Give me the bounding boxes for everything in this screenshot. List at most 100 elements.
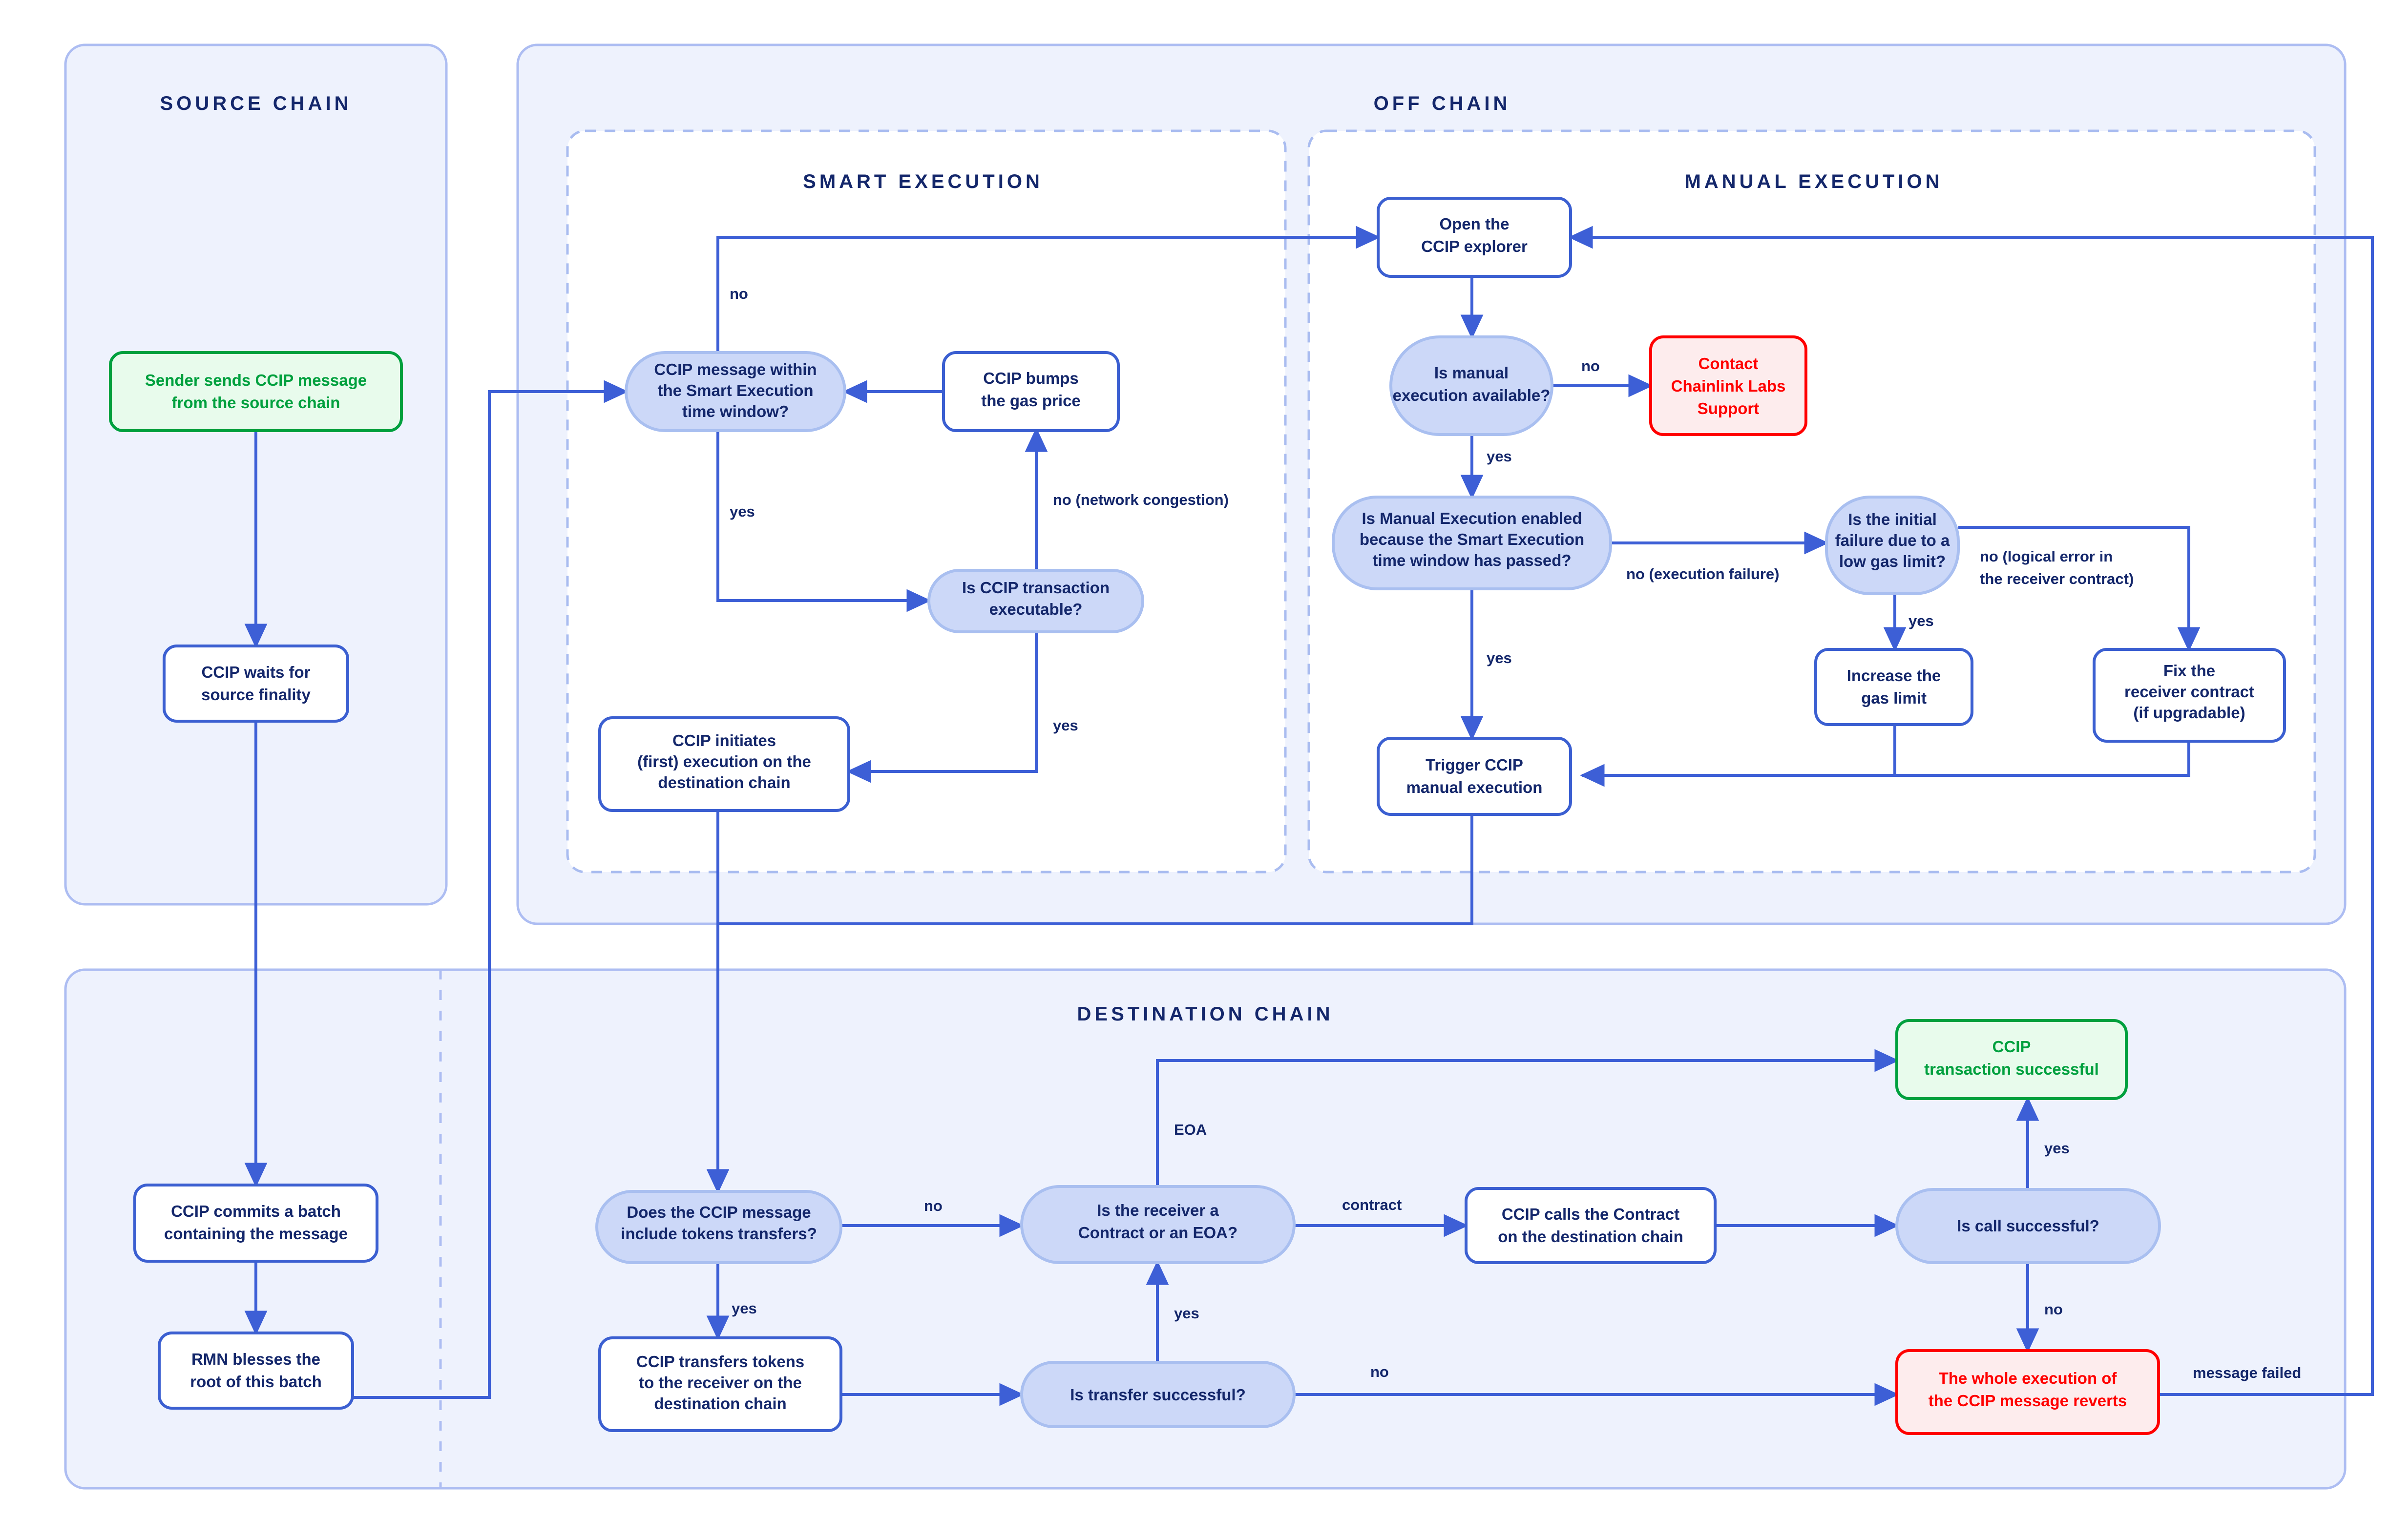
node-transfer-successful-line-0: Is transfer successful? — [1070, 1386, 1246, 1404]
node-open-explorer-line-0: Open the — [1439, 215, 1509, 233]
node-ccip-commits-line-1: containing the message — [164, 1225, 348, 1243]
node-manual-enabled-line-1: because the Smart Execution — [1360, 530, 1584, 548]
node-manual-enabled-line-2: time window has passed? — [1372, 551, 1571, 569]
node-contract-or-eoa[interactable]: Is the receiver a Contract or an EOA? — [1020, 1185, 1296, 1264]
node-tx-successful[interactable]: CCIP transaction successful — [1895, 1019, 2128, 1100]
node-low-gas-limit[interactable]: Is the initial failure due to a low gas … — [1825, 496, 1960, 595]
node-fix-receiver-line-0: Fix the — [2163, 662, 2215, 680]
edge-trigger-down-to-tokens — [718, 785, 1473, 925]
edge-window-no-to-explorer — [716, 226, 1381, 361]
node-contact-support-line-2: Support — [1698, 399, 1759, 417]
node-low-gas-limit-line-0: Is the initial — [1848, 510, 1937, 528]
node-initiates-exec-line-2: destination chain — [658, 773, 790, 791]
node-bumps-gas-line-0: CCIP bumps — [983, 369, 1079, 387]
node-trigger-manual-line-0: Trigger CCIP — [1426, 756, 1523, 774]
node-calls-contract-line-0: CCIP calls the Contract — [1502, 1205, 1679, 1223]
edge-label-yes-enabled: yes — [1487, 649, 1512, 666]
edge-label-yes-tokens: yes — [732, 1300, 757, 1317]
node-calls-contract-line-1: on the destination chain — [1498, 1228, 1683, 1246]
edge-label-yes-window: yes — [730, 503, 755, 520]
node-contract-or-eoa-line-1: Contract or an EOA? — [1078, 1224, 1237, 1242]
lane-title-manual-execution: MANUAL EXECUTION — [1684, 171, 1943, 192]
node-ccip-commits-line-0: CCIP commits a batch — [171, 1202, 341, 1220]
node-within-window[interactable]: CCIP message within the Smart Execution … — [625, 351, 846, 432]
node-contact-support-line-0: Contact — [1699, 354, 1759, 373]
edge-label-no-logical-error-line-1: the receiver contract) — [1980, 570, 2134, 587]
edge-label-yes-call: yes — [2044, 1140, 2070, 1157]
edge-label-contract: contract — [1342, 1196, 1402, 1213]
node-tx-executable-line-0: Is CCIP transaction — [962, 579, 1110, 597]
node-tx-successful-line-0: CCIP — [1992, 1038, 2031, 1056]
edge-label-no-window: no — [730, 285, 748, 302]
node-increase-gas[interactable]: Increase the gas limit — [1814, 648, 1973, 726]
node-initiates-exec-line-0: CCIP initiates — [672, 731, 776, 749]
node-transfers-tokens-line-0: CCIP transfers tokens — [636, 1353, 804, 1371]
node-include-tokens-line-0: Does the CCIP message — [627, 1203, 811, 1221]
node-ccip-commits[interactable]: CCIP commits a batch containing the mess… — [133, 1184, 378, 1263]
lane-smart-execution — [566, 129, 1287, 874]
node-fix-receiver[interactable]: Fix the receiver contract (if upgradable… — [2093, 648, 2286, 743]
node-call-successful[interactable]: Is call successful? — [1895, 1188, 2161, 1264]
node-increase-gas-line-1: gas limit — [1861, 689, 1927, 707]
lane-manual-execution — [1307, 129, 2316, 874]
node-ccip-waits[interactable]: CCIP waits for source finality — [163, 645, 349, 723]
node-sender-sends-line-1: from the source chain — [172, 394, 340, 412]
node-contact-support-line-1: Chainlink Labs — [1671, 377, 1786, 395]
node-tx-executable-line-1: executable? — [989, 600, 1083, 618]
edge-label-yes-transfer: yes — [1174, 1305, 1199, 1322]
node-low-gas-limit-line-2: low gas limit? — [1839, 552, 1946, 570]
edge-window-yes-to-executable — [716, 422, 931, 612]
node-initiates-exec-line-1: (first) execution on the — [637, 752, 811, 770]
edge-label-yes-manual: yes — [1487, 448, 1512, 465]
node-sender-sends[interactable]: Sender sends CCIP message from the sourc… — [109, 351, 403, 432]
node-rmn-blesses[interactable]: RMN blesses the root of this batch — [158, 1332, 354, 1410]
node-tx-successful-line-1: transaction successful — [1924, 1060, 2099, 1078]
node-call-successful-line-0: Is call successful? — [1957, 1217, 2099, 1235]
node-open-explorer[interactable]: Open the CCIP explorer — [1377, 197, 1572, 278]
edge-label-eoa: EOA — [1174, 1121, 1207, 1138]
edge-gas-limit-no-to-fix — [1958, 526, 2201, 652]
node-include-tokens-line-1: include tokens transfers? — [621, 1225, 817, 1243]
node-tx-executable[interactable]: Is CCIP transaction executable? — [927, 569, 1144, 633]
node-ccip-waits-line-0: CCIP waits for — [201, 663, 310, 681]
node-sender-sends-line-0: Sender sends CCIP message — [145, 371, 367, 389]
node-initiates-exec[interactable]: CCIP initiates (first) execution on the … — [598, 716, 850, 812]
edge-label-no-transfer: no — [1370, 1363, 1389, 1380]
edge-label-no-congestion: no (network congestion) — [1053, 491, 1229, 508]
node-within-window-line-1: the Smart Execution — [657, 381, 813, 399]
node-rmn-blesses-line-1: root of this batch — [190, 1373, 321, 1391]
node-transfers-tokens-line-1: to the receiver on the — [639, 1374, 802, 1392]
node-transfers-tokens-line-2: destination chain — [654, 1394, 786, 1413]
node-transfer-successful[interactable]: Is transfer successful? — [1020, 1361, 1296, 1428]
node-include-tokens[interactable]: Does the CCIP message include tokens tra… — [595, 1190, 842, 1264]
node-fix-receiver-line-1: receiver contract — [2124, 683, 2254, 701]
edge-label-no-call: no — [2044, 1301, 2063, 1318]
node-contract-or-eoa-line-0: Is the receiver a — [1097, 1201, 1219, 1219]
edge-label-no-tokens: no — [924, 1197, 943, 1214]
edge-label-no-manual: no — [1581, 357, 1600, 375]
node-calls-contract[interactable]: CCIP calls the Contract on the destinati… — [1465, 1187, 1717, 1264]
node-low-gas-limit-line-1: failure due to a — [1835, 531, 1950, 549]
node-manual-enabled[interactable]: Is Manual Execution enabled because the … — [1332, 496, 1612, 590]
node-ccip-waits-line-1: source finality — [201, 686, 311, 704]
node-increase-gas-line-0: Increase the — [1847, 666, 1941, 685]
node-contact-support[interactable]: Contact Chainlink Labs Support — [1649, 335, 1807, 436]
edge-label-yes-executable: yes — [1053, 717, 1078, 734]
node-execution-reverts-line-0: The whole execution of — [1939, 1369, 2118, 1387]
node-execution-reverts-line-1: the CCIP message reverts — [1929, 1392, 2127, 1410]
node-manual-available[interactable]: Is manual execution available? — [1389, 335, 1553, 436]
lane-title-destination-chain: DESTINATION CHAIN — [1077, 1003, 1334, 1025]
edge-label-message-failed: message failed — [2193, 1364, 2301, 1381]
node-manual-enabled-line-0: Is Manual Execution enabled — [1362, 509, 1582, 527]
node-bumps-gas[interactable]: CCIP bumps the gas price — [942, 351, 1120, 432]
node-transfers-tokens[interactable]: CCIP transfers tokens to the receiver on… — [598, 1336, 842, 1432]
edge-label-yes-gas: yes — [1909, 612, 1934, 629]
node-execution-reverts[interactable]: The whole execution of the CCIP message … — [1895, 1349, 2160, 1435]
edge-fix-to-trigger — [1582, 741, 2190, 777]
edge-executable-yes-to-initiates — [846, 631, 1038, 783]
node-within-window-line-2: time window? — [682, 402, 789, 420]
edge-receiver-eoa-to-success — [1156, 1049, 1899, 1186]
node-trigger-manual[interactable]: Trigger CCIP manual execution — [1377, 737, 1572, 816]
